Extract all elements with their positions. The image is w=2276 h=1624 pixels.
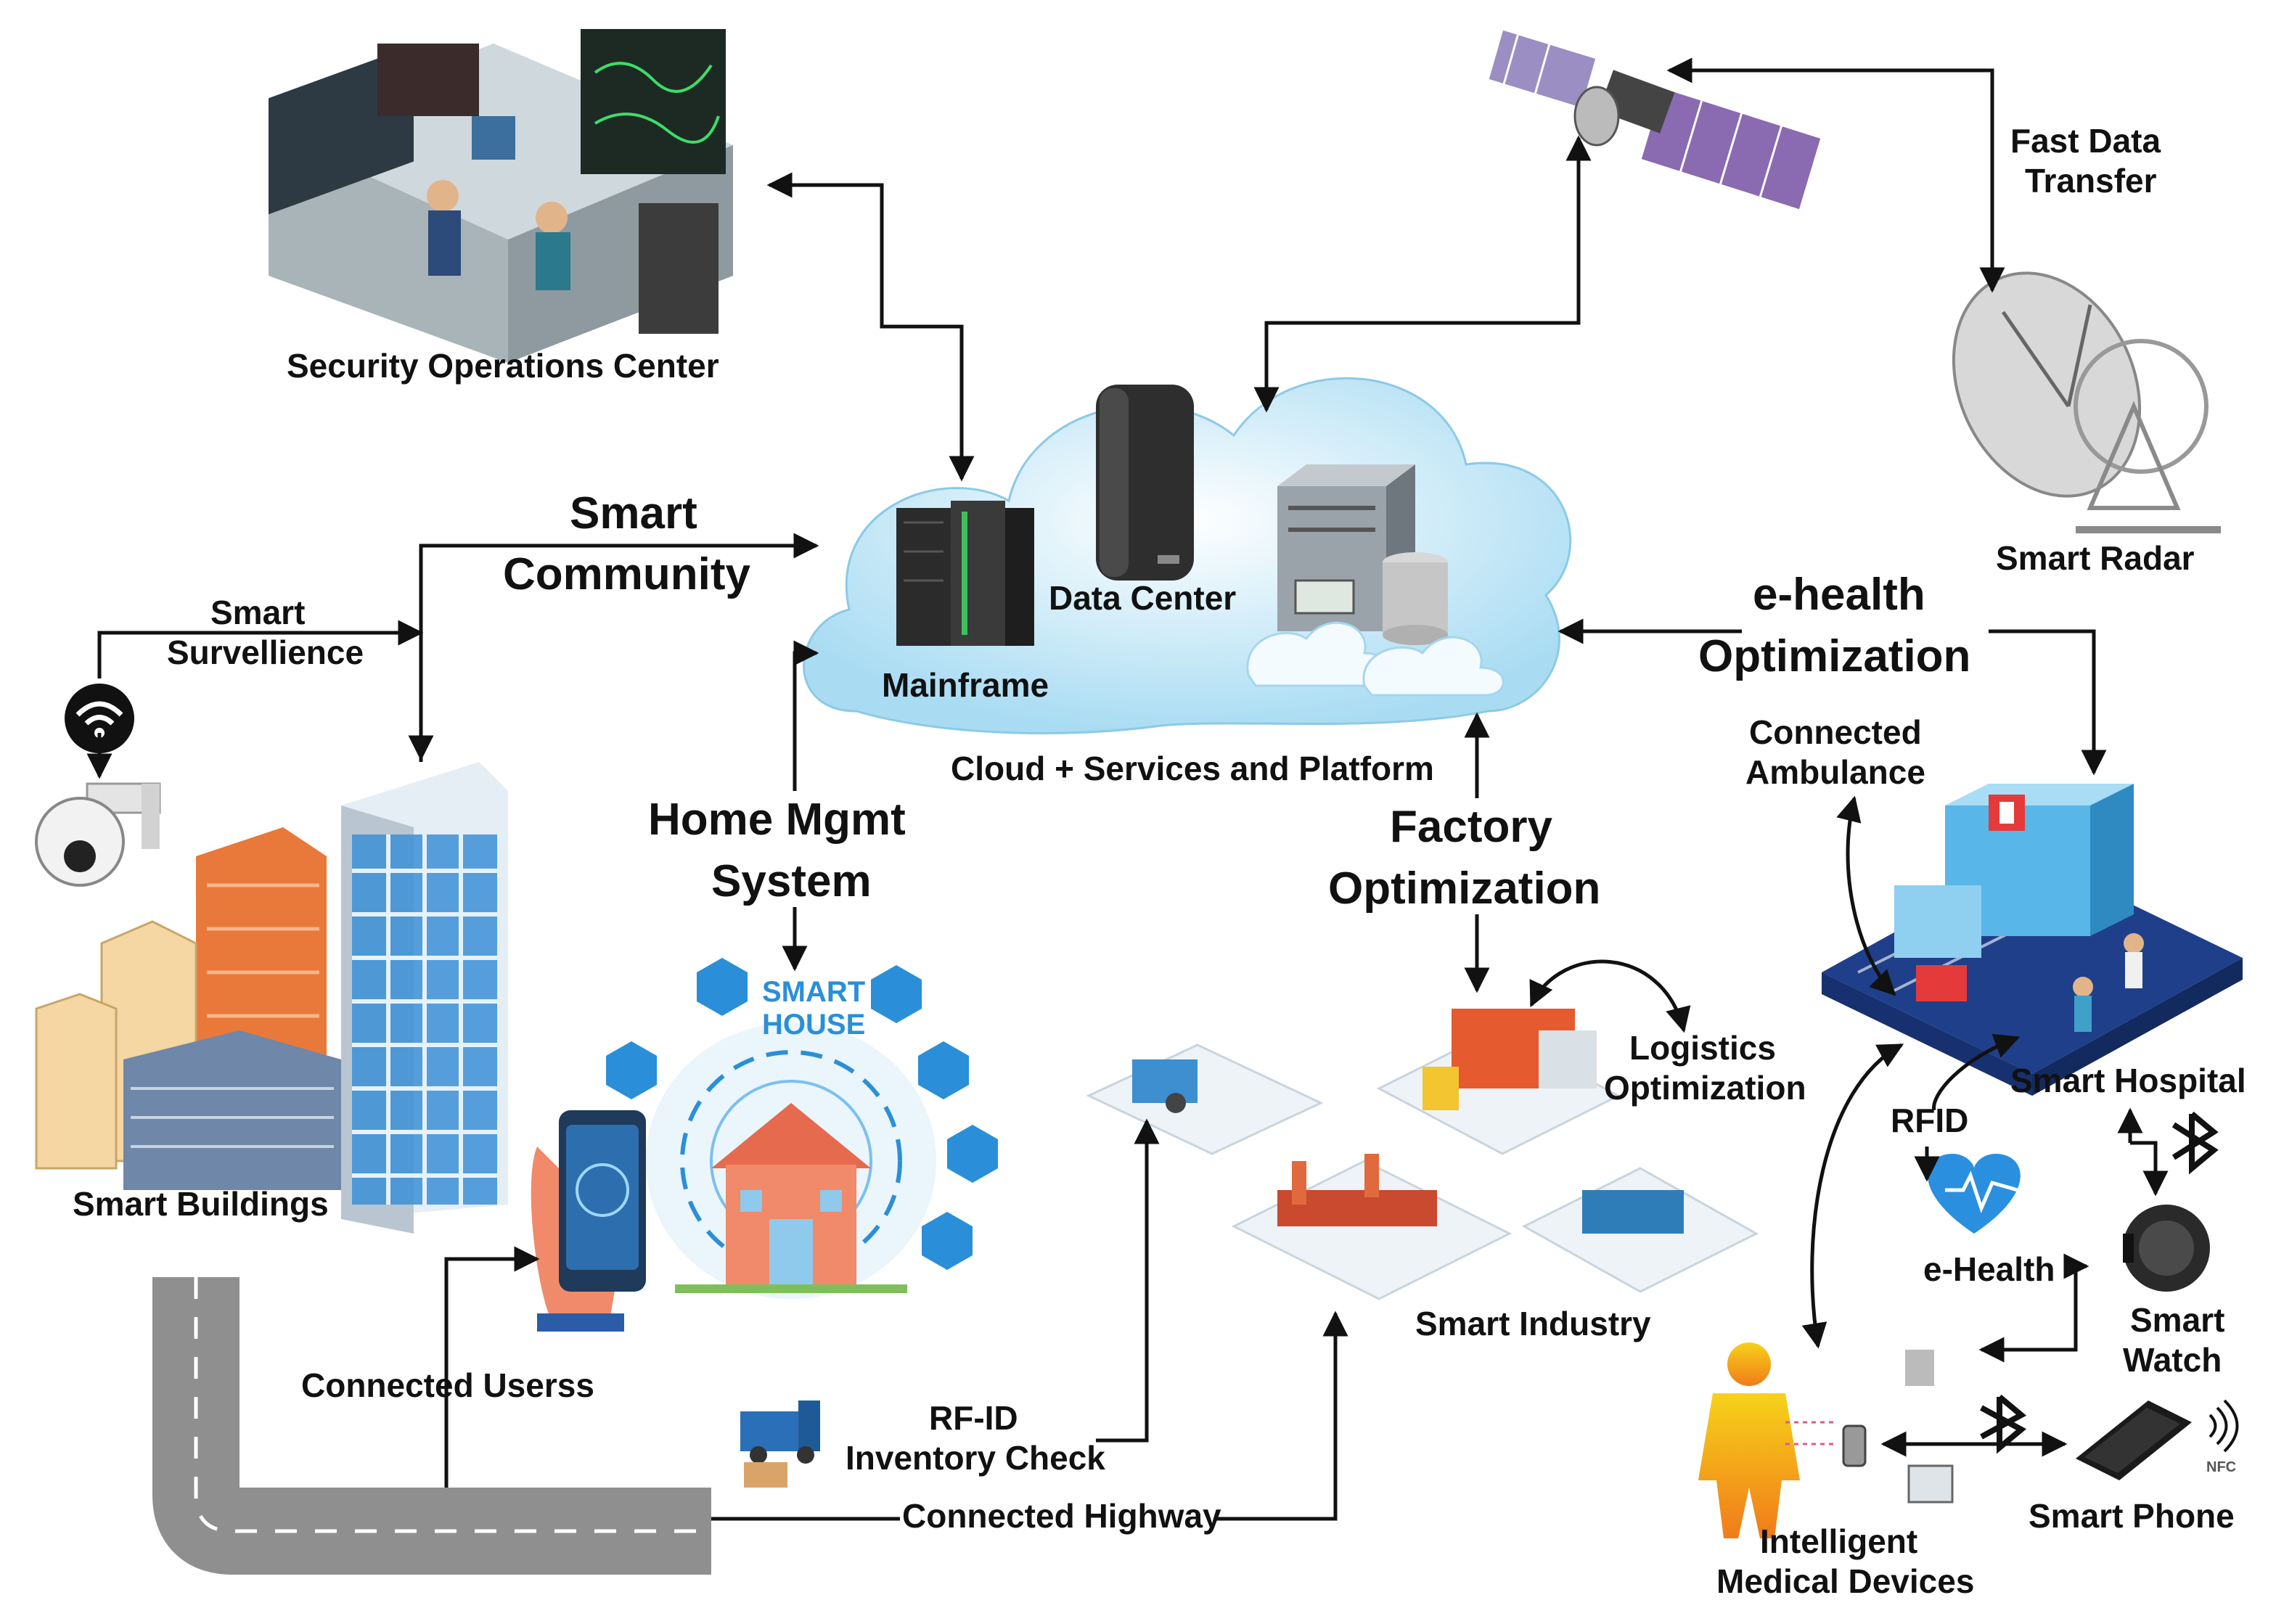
cctv-camera-icon (35, 782, 161, 887)
fast-data-label-2: Transfer (2025, 162, 2157, 200)
intelligent-devices-label-2: Medical Devices (1716, 1562, 1974, 1600)
truck-icon (740, 1401, 820, 1488)
ehealth-opt-label-1: e-health (1753, 570, 1925, 620)
smart-house-title-2: HOUSE (762, 1009, 865, 1041)
security-center-icon (269, 29, 733, 363)
server-icon (1246, 464, 1505, 697)
bluetooth-icon (1980, 1394, 2027, 1454)
smart-phone-label: Smart Phone (2029, 1497, 2235, 1535)
rfid-inventory-label-1: RF-ID (929, 1399, 1018, 1437)
smart-house-hub: SMART HOUSE (606, 958, 998, 1299)
human-body-icon (1698, 1342, 1954, 1538)
cloud-platform-label: Cloud + Services and Platform (951, 750, 1434, 787)
road (152, 1277, 711, 1575)
connected-highway-label: Connected Highway (902, 1497, 1221, 1535)
fast-data-label-1: Fast Data (2010, 122, 2161, 160)
smart-house-title-1: SMART (762, 976, 865, 1008)
rfid-inventory-label-2: Inventory Check (846, 1439, 1105, 1477)
home-mgmt-label-2: System (711, 856, 872, 906)
smart-watch-label-2: Watch (2123, 1341, 2222, 1379)
wifi-icon (65, 684, 134, 753)
smart-hospital-label: Smart Hospital (2010, 1062, 2246, 1099)
house-icon (711, 1103, 871, 1288)
ehealth-opt-label-2: Optimization (1698, 631, 1970, 681)
connector-lines (86, 57, 2169, 1521)
factory-icon (1086, 1009, 1759, 1300)
smart-watch-label-1: Smart (2130, 1301, 2224, 1339)
satellite-icon (1486, 28, 1823, 212)
home-mgmt-label-1: Home Mgmt (648, 795, 906, 845)
smartwatch-icon (2123, 1205, 2210, 1292)
smartphone-hand-icon (531, 1110, 646, 1332)
cloud-platform: Mainframe Data Center Cloud + Services a… (803, 377, 1572, 787)
connected-amb-label-2: Ambulance (1745, 753, 1925, 791)
smart-community-label-2: Community (503, 549, 751, 599)
factory-opt-label-1: Factory (1390, 802, 1552, 852)
logistics-label-1: Logistics (1629, 1029, 1776, 1067)
mainframe-label: Mainframe (882, 666, 1049, 704)
rfid-label: RFID (1891, 1102, 1968, 1139)
factory-opt-label-2: Optimization (1328, 864, 1600, 914)
smart-industry-label: Smart Industry (1415, 1305, 1651, 1342)
bluetooth-icon (2171, 1111, 2219, 1175)
e-health-label: e-Health (1923, 1250, 2055, 1288)
smart-survellience-label-1: Smart (210, 594, 305, 631)
hex-icons (606, 958, 998, 1270)
nfc-label: NFC (2206, 1459, 2236, 1475)
heart-icon (1928, 1154, 2021, 1234)
logistics-label-2: Optimization (1604, 1069, 1806, 1107)
radar-icon (1952, 271, 2221, 533)
smart-buildings-label: Smart Buildings (73, 1185, 329, 1223)
hospital-icon (1822, 784, 2243, 1096)
phone-icon (2076, 1399, 2239, 1480)
smart-radar-label: Smart Radar (1996, 539, 2195, 577)
smart-community-label-1: Smart (570, 488, 697, 538)
intelligent-devices-label-1: Intelligent (1760, 1522, 1917, 1560)
smart-survellience-label-2: Survellience (167, 633, 364, 671)
server-tower-icon (1096, 385, 1194, 581)
data-center-label: Data Center (1049, 579, 1236, 617)
mainframe-icon (896, 501, 1034, 646)
security-center-label: Security Operations Center (287, 347, 719, 385)
buildings-icon (35, 762, 508, 1234)
connected-amb-label-1: Connected (1749, 713, 1922, 751)
